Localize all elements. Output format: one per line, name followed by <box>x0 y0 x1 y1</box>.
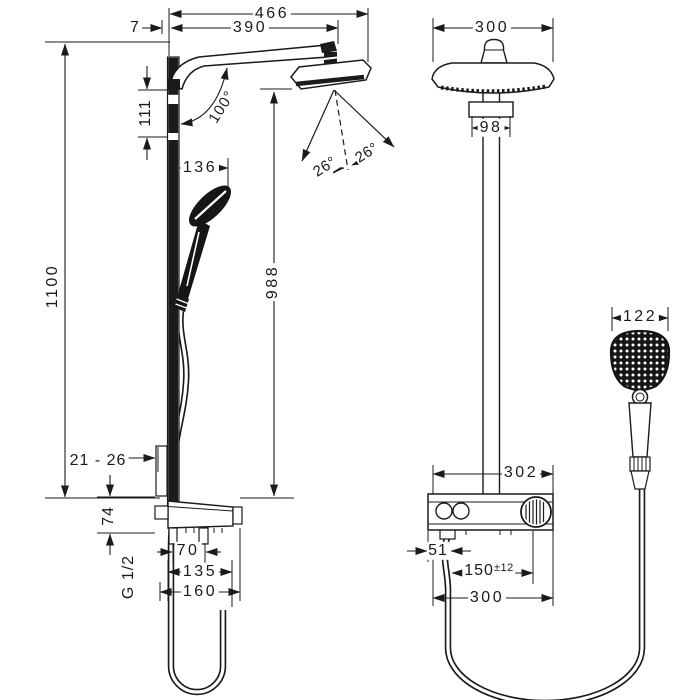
select-button <box>452 502 470 520</box>
dim-supply-tolerance: ±12 <box>493 561 514 574</box>
dim-valve-width-top: 302 <box>501 463 541 483</box>
dim-head-drop: 111 <box>136 97 156 129</box>
shower-bar <box>166 56 180 512</box>
dim-spray-height: 988 <box>263 262 283 302</box>
dim-wall-offset: 7 <box>128 18 142 38</box>
dim-supply-spacing: 150±12 <box>462 561 516 581</box>
dim-bracket-width: 98 <box>477 118 505 138</box>
dim-overall-reach: 466 <box>252 4 292 24</box>
dim-supply-spacing-value: 150 <box>464 561 494 579</box>
side-view-product <box>154 41 372 696</box>
valve-side <box>154 500 243 545</box>
dim-outlet-spacing: 70 <box>174 541 202 561</box>
dim-valve-height: 74 <box>99 504 119 528</box>
dim-thread: G 1/2 <box>119 552 139 602</box>
valve-front <box>427 493 554 540</box>
overhead-shower-front <box>431 38 555 94</box>
dim-hose-offset: 51 <box>427 541 449 561</box>
shower-arm <box>167 41 338 90</box>
hand-shower-front <box>609 329 671 490</box>
dim-head-width: 300 <box>472 18 512 38</box>
dim-arm-projection: 390 <box>230 18 270 38</box>
dim-bar-height: 1100 <box>43 261 63 311</box>
wall-bracket-front <box>468 101 514 118</box>
dim-valve-width-bottom: 300 <box>467 588 507 608</box>
overhead-shower-side <box>290 59 372 90</box>
riser-pipe-front <box>482 92 501 495</box>
dim-hose-loop-inner: 135 <box>180 562 220 582</box>
select-button <box>435 502 453 520</box>
hand-shower-side <box>174 185 232 312</box>
dim-wall-clearance: 21 - 26 <box>67 451 129 471</box>
shower-hose-front <box>441 489 646 700</box>
dim-hand-shower-offset: 136 <box>180 158 220 178</box>
spray-lines <box>301 89 395 174</box>
dim-hand-shower-width: 122 <box>620 307 660 327</box>
front-view-product <box>427 38 671 700</box>
dim-hose-loop-outer: 160 <box>180 582 220 602</box>
